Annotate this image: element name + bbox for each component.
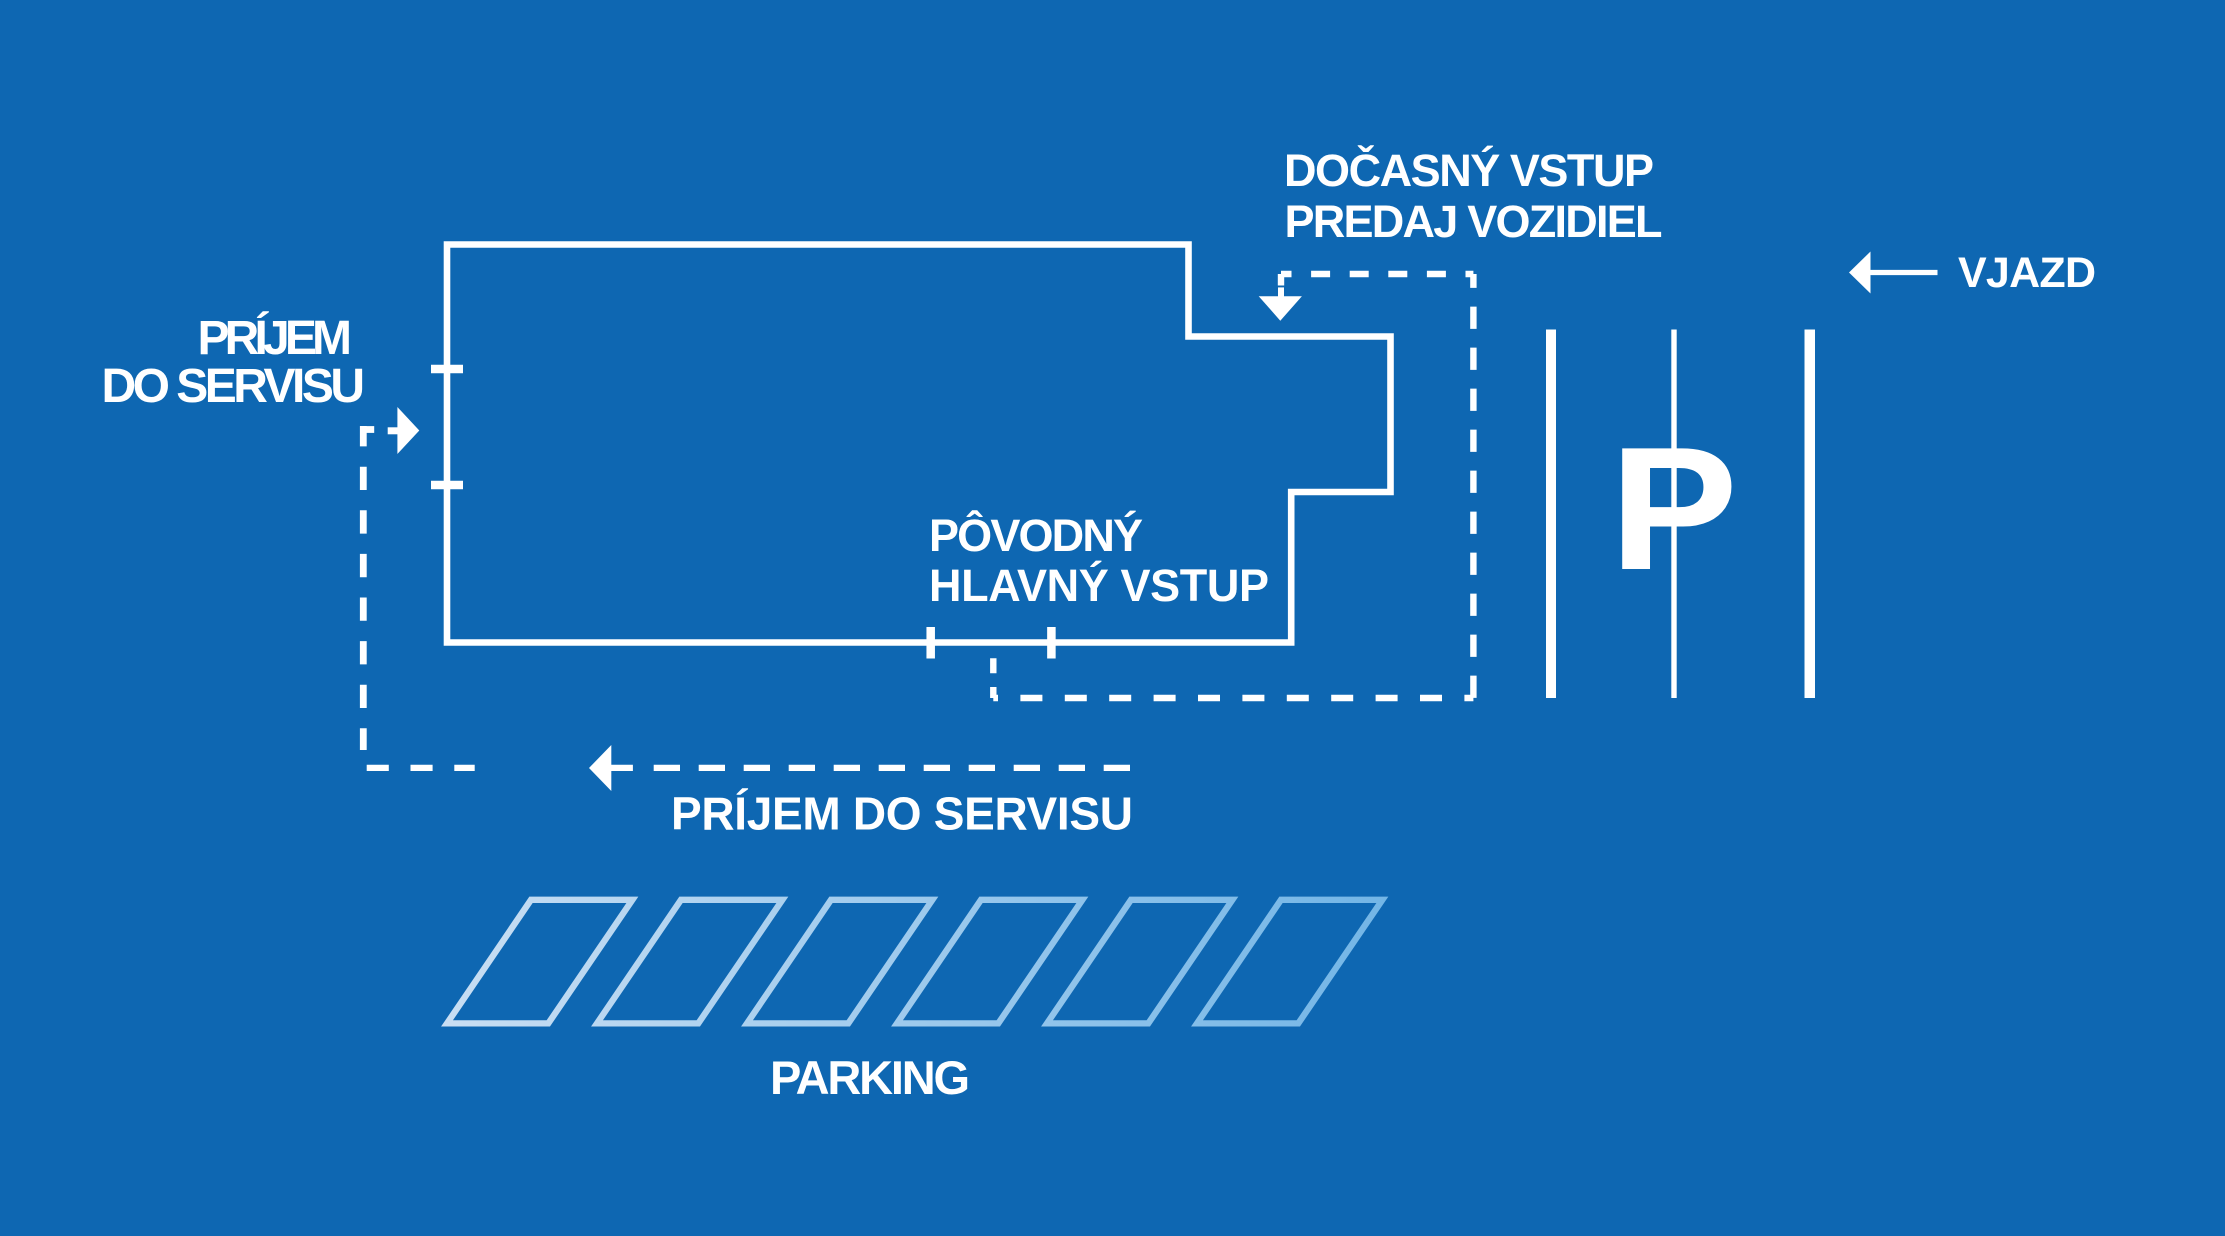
svg-text:PRÍJEM: PRÍJEM: [198, 311, 353, 365]
svg-text:PÔVODNÝ: PÔVODNÝ: [929, 510, 1143, 561]
svg-text:DO SERVISU: DO SERVISU: [102, 360, 366, 413]
svg-text:DOČASNÝ VSTUP: DOČASNÝ VSTUP: [1284, 145, 1654, 196]
svg-text:HLAVNÝ VSTUP: HLAVNÝ VSTUP: [929, 560, 1269, 611]
svg-text:VJAZD: VJAZD: [1958, 249, 2096, 297]
svg-text:PARKING: PARKING: [770, 1051, 970, 1104]
svg-text:PRÍJEM DO SERVISU: PRÍJEM DO SERVISU: [671, 787, 1133, 839]
svg-text:PREDAJ VOZIDIEL: PREDAJ VOZIDIEL: [1285, 196, 1663, 247]
